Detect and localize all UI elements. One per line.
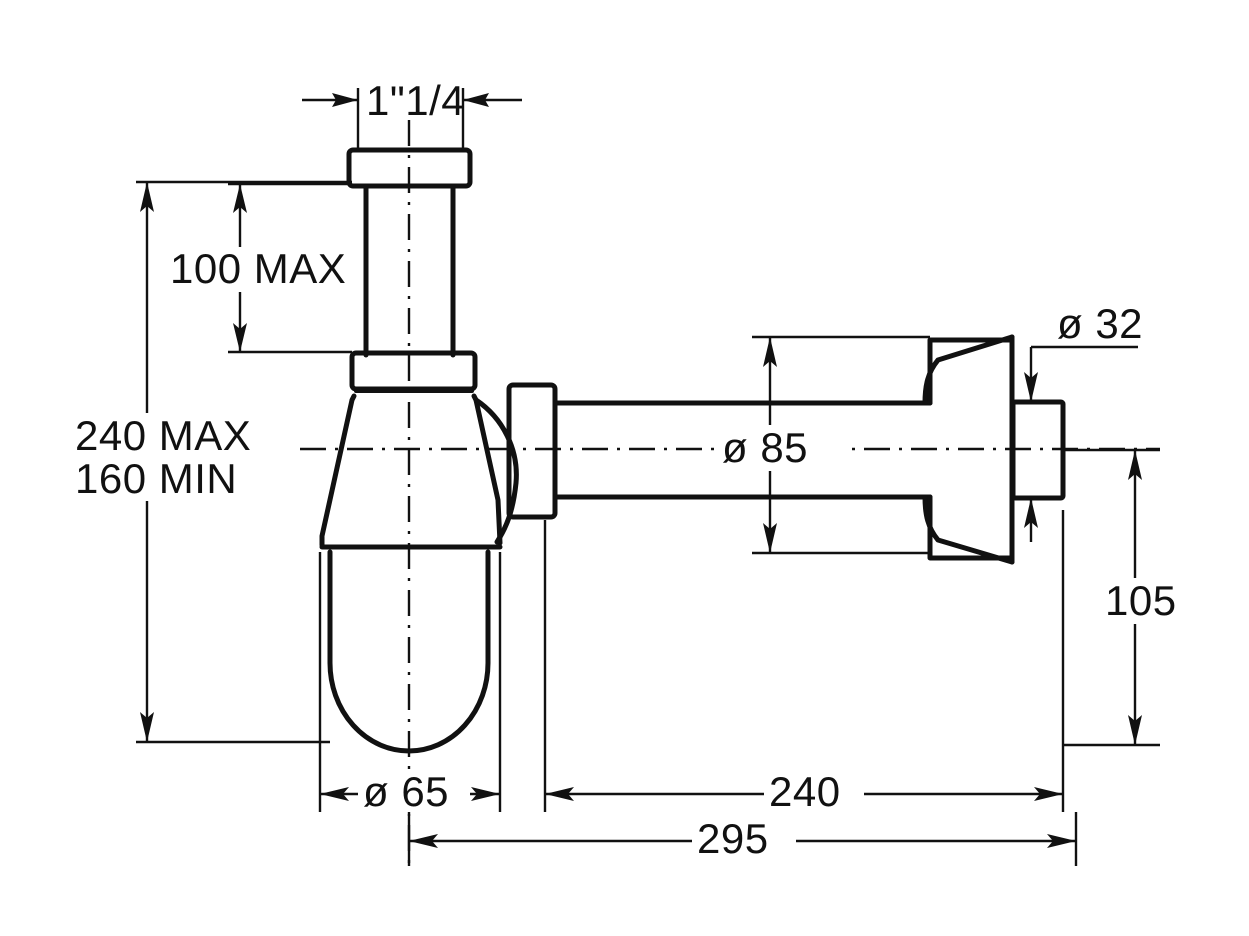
arrow-thread-right [463, 93, 489, 107]
dimension-outlet-diameter: ø 32 [1024, 300, 1143, 542]
arrow-thread-left [332, 93, 358, 107]
dimension-inlet-thread: 1"1/4 [302, 77, 522, 150]
arrow-240-right [1034, 787, 1063, 801]
arrow-32-down [1024, 372, 1038, 402]
bowl-cup [327, 549, 491, 754]
dimension-inlet-height: 100 MAX [166, 182, 352, 354]
outlet-nut [506, 382, 558, 520]
arrow-85-down [763, 523, 777, 553]
arrow-32-up [1024, 498, 1038, 528]
dim-label-inlet-thread: 1"1/4 [366, 77, 465, 124]
label-backdrop-65 [358, 770, 470, 814]
arrow-240-left [545, 787, 574, 801]
arrow-65-left [320, 787, 349, 801]
label-backdrop-105 [1100, 578, 1196, 624]
dim-label-total-height-min: 160 MIN [75, 455, 237, 502]
inlet-nut [349, 350, 478, 392]
arrow-295-left [409, 834, 438, 848]
dim-label-outlet-height: 105 [1105, 577, 1177, 624]
dimension-total-height: 240 MAX 160 MIN [72, 180, 352, 744]
label-backdrop-100 [166, 247, 332, 292]
dim-label-pipe-length: 240 [769, 768, 841, 815]
dimension-total-length: 295 [407, 812, 1078, 866]
label-backdrop-height [72, 413, 250, 501]
dim-label-bowl-diameter: ø 65 [363, 768, 449, 815]
centerlines [300, 120, 1160, 866]
inlet-cap [346, 147, 473, 189]
arrow-105-down [1128, 715, 1142, 745]
arrow-65-right [471, 787, 500, 801]
dimension-outlet-height: 105 [1063, 448, 1196, 747]
label-backdrop-85 [718, 425, 846, 471]
bowl-shoulder [319, 393, 357, 548]
label-backdrop-240 [764, 770, 864, 814]
wall-flange-cone-outline [922, 334, 1015, 565]
dim-label-flange-diameter: ø 85 [722, 424, 808, 471]
dimension-flange-diameter: ø 85 [718, 335, 930, 555]
elbow-inner-curve [473, 397, 519, 545]
dim-label-total-length: 295 [697, 815, 769, 862]
dimension-pipe-length: 240 [543, 510, 1065, 815]
arrow-100-down [233, 323, 247, 352]
dim-label-inlet-height: 100 MAX [170, 245, 346, 292]
label-backdrop-295 [692, 817, 796, 861]
dim-label-total-height-max: 240 MAX [75, 412, 251, 459]
arrow-100-up [233, 184, 247, 213]
arrow-85-up [763, 337, 777, 367]
arrow-height-up [140, 182, 154, 212]
trap-body-geometry [319, 147, 1066, 754]
arrow-295-right [1047, 834, 1076, 848]
arrow-height-down [140, 712, 154, 742]
arrow-105-up [1128, 450, 1142, 480]
dim-label-outlet-diameter: ø 32 [1057, 300, 1143, 347]
dimension-bowl-diameter: ø 65 [318, 552, 502, 815]
